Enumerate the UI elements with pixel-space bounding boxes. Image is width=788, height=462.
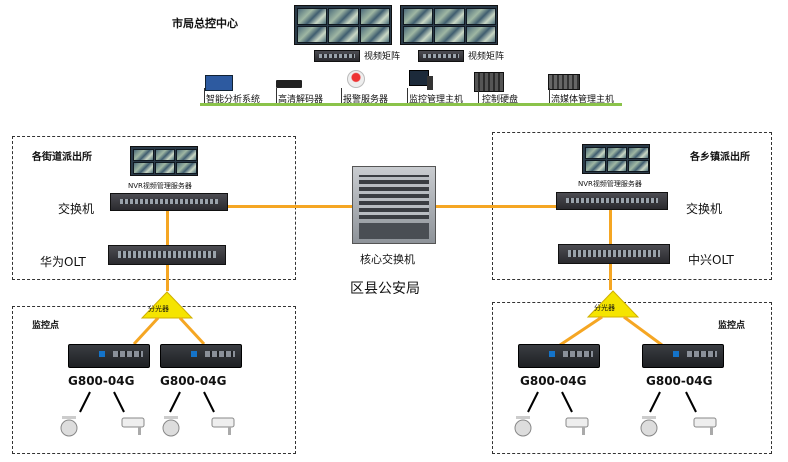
right-nvr-label: NVR视频管理服务器 [578, 180, 642, 188]
bureau-label: 区县公安局 [350, 281, 420, 297]
dome-camera-icon [60, 416, 78, 437]
right-onu-2 [642, 344, 724, 368]
left-olt-device [108, 245, 226, 265]
core-switch-device [352, 166, 436, 244]
left-onu-label-2: G800-04G [160, 374, 227, 388]
hq-device-label-6: 流媒体管理主机 [551, 95, 615, 105]
bullet-camera-icon [693, 417, 717, 435]
hq-network-bus [200, 103, 622, 106]
left-onu-label-1: G800-04G [68, 374, 135, 388]
right-switch-device [556, 192, 668, 210]
left-olt-label: 华为OLT [40, 255, 86, 269]
left-onu-2 [160, 344, 242, 368]
left-onu-1 [68, 344, 150, 368]
hq-device-label-3: 报警服务器 [343, 95, 389, 105]
left-nvr-label: NVR视频管理服务器 [128, 182, 192, 190]
video-wall-2 [400, 5, 498, 45]
left-splitter-label: 分光器 [148, 305, 169, 313]
right-onu-label-2: G800-04G [646, 374, 713, 388]
hq-device-label-4: 监控管理主机 [409, 95, 464, 105]
bullet-camera-icon [211, 417, 235, 435]
left-splitter-icon [140, 291, 194, 319]
bullet-camera-icon [565, 417, 589, 435]
left-camera-row [60, 391, 235, 437]
right-switch-label: 交换机 [686, 202, 723, 216]
monitor-host-icon [409, 70, 429, 86]
alarm-server-icon [347, 70, 365, 88]
dome-camera-icon [514, 416, 532, 437]
right-onu-label-1: G800-04G [520, 374, 587, 388]
hq-title: 市局总控中心 [172, 17, 238, 30]
hq-device-label-2: 高清解码器 [278, 95, 324, 105]
hq-device-label-5: 控制硬盘 [482, 95, 519, 105]
left-switch-device [110, 193, 228, 211]
right-camera-row [514, 391, 717, 437]
left-uplink [228, 205, 352, 208]
right-nvr-wall [582, 144, 650, 174]
right-station-title: 各乡镇派出所 [690, 152, 750, 163]
right-uplink [436, 205, 556, 208]
left-station-box [12, 136, 296, 280]
right-olt-device [558, 244, 670, 264]
left-monitor-title: 监控点 [32, 321, 60, 331]
dome-camera-icon [162, 416, 180, 437]
video-matrix-device-2 [418, 50, 464, 62]
video-matrix-label-2: 视频矩阵 [468, 52, 505, 62]
hq-device-label-1: 智能分析系统 [206, 95, 261, 105]
video-wall-1 [294, 5, 392, 45]
right-splitter-label: 分光器 [594, 304, 615, 312]
video-matrix-device-1 [314, 50, 360, 62]
dome-camera-icon [640, 416, 658, 437]
control-disk-icon [474, 72, 504, 92]
bullet-camera-icon [121, 417, 145, 435]
right-onu-1 [518, 344, 600, 368]
decoder-icon [276, 80, 302, 88]
right-olt-label: 中兴OLT [688, 253, 734, 267]
right-monitor-box [492, 302, 772, 454]
analysis-system-icon [205, 75, 233, 91]
right-monitor-title: 监控点 [718, 321, 746, 331]
left-switch-label: 交换机 [58, 202, 95, 216]
left-nvr-wall [130, 146, 198, 176]
video-matrix-label-1: 视频矩阵 [364, 52, 401, 62]
streaming-host-icon [548, 74, 580, 90]
left-station-title: 各街道派出所 [32, 152, 92, 163]
right-splitter-icon [586, 290, 640, 318]
core-switch-label: 核心交换机 [360, 253, 415, 266]
